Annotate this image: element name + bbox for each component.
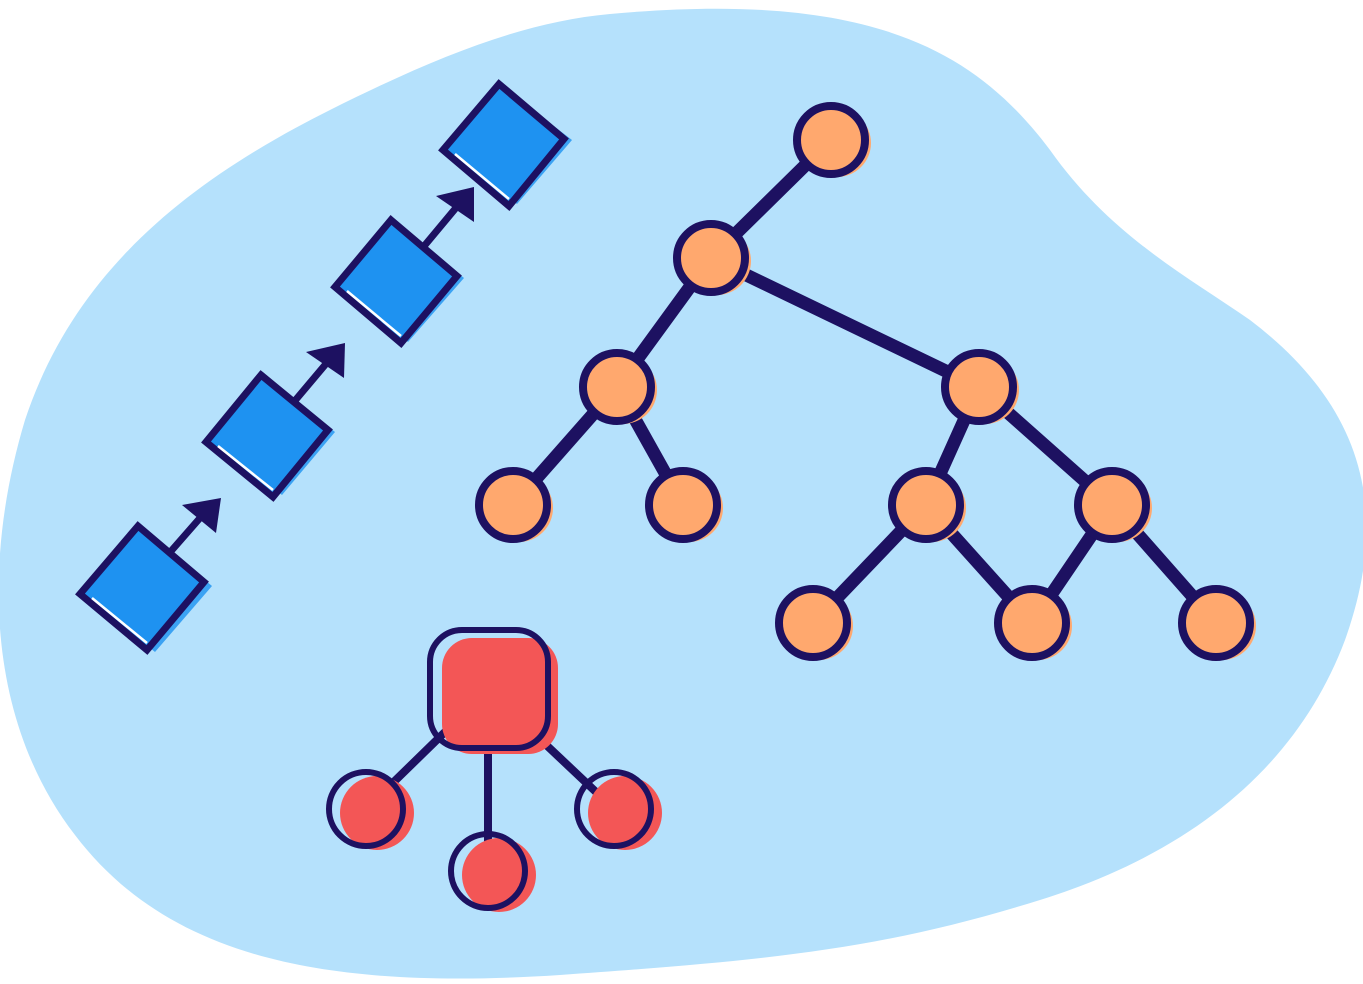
tree-node-body [673, 220, 749, 296]
tree-node [579, 349, 657, 425]
tree-edge [704, 251, 986, 394]
hub-root-body [427, 627, 551, 751]
hub-leaf-outline [326, 769, 406, 849]
tree-node [1178, 585, 1256, 661]
tree-node [994, 585, 1072, 661]
arrow-head [182, 498, 221, 533]
arrow-shaft [289, 361, 329, 407]
tree-node [673, 220, 751, 296]
list-node [201, 370, 335, 502]
linked-list [75, 79, 572, 655]
hub-root [427, 627, 558, 754]
tree-node [645, 467, 723, 543]
hub-leaf [574, 769, 662, 850]
tree-node-body [775, 585, 851, 661]
list-arrow [168, 498, 221, 554]
hub-leaf-outline [574, 769, 654, 849]
tree-node-body [1074, 467, 1150, 543]
node-body [75, 521, 209, 655]
tree-node-body [994, 585, 1070, 661]
node-highlight [454, 153, 510, 200]
tree-node-body [793, 102, 869, 178]
hub-root-shadow [442, 638, 558, 754]
hub-leaf-outline [448, 831, 528, 911]
list-arrow [289, 343, 345, 407]
tree-node-body [1178, 585, 1254, 661]
tree-node-body [579, 349, 655, 425]
tree-node-body [888, 467, 964, 543]
hub-leaf [326, 769, 414, 850]
tree-node-body [475, 467, 551, 543]
tree-node [775, 585, 853, 661]
tree-node [475, 467, 553, 543]
tree-node [793, 102, 871, 178]
list-node [438, 79, 572, 211]
arrow-head [436, 187, 474, 222]
tree-node [1074, 467, 1152, 543]
list-node [75, 521, 212, 655]
hub-leaf [448, 831, 536, 912]
node-highlight [91, 597, 148, 644]
list-node [330, 215, 464, 348]
node-body [201, 370, 333, 502]
tree-node-body [941, 349, 1017, 425]
arrow-shaft [421, 205, 459, 249]
tree [475, 102, 1256, 661]
arrow-shaft [168, 514, 204, 554]
node-body [438, 79, 569, 211]
list-arrow [421, 187, 474, 249]
node-highlight [217, 445, 274, 491]
tree-node [888, 467, 966, 543]
tree-node [941, 349, 1019, 425]
tree-node-body [645, 467, 721, 543]
tree-nodes [475, 102, 1256, 661]
hub-graph [326, 627, 662, 912]
node-highlight [346, 290, 402, 337]
node-body [330, 215, 462, 348]
arrow-head [306, 343, 345, 378]
